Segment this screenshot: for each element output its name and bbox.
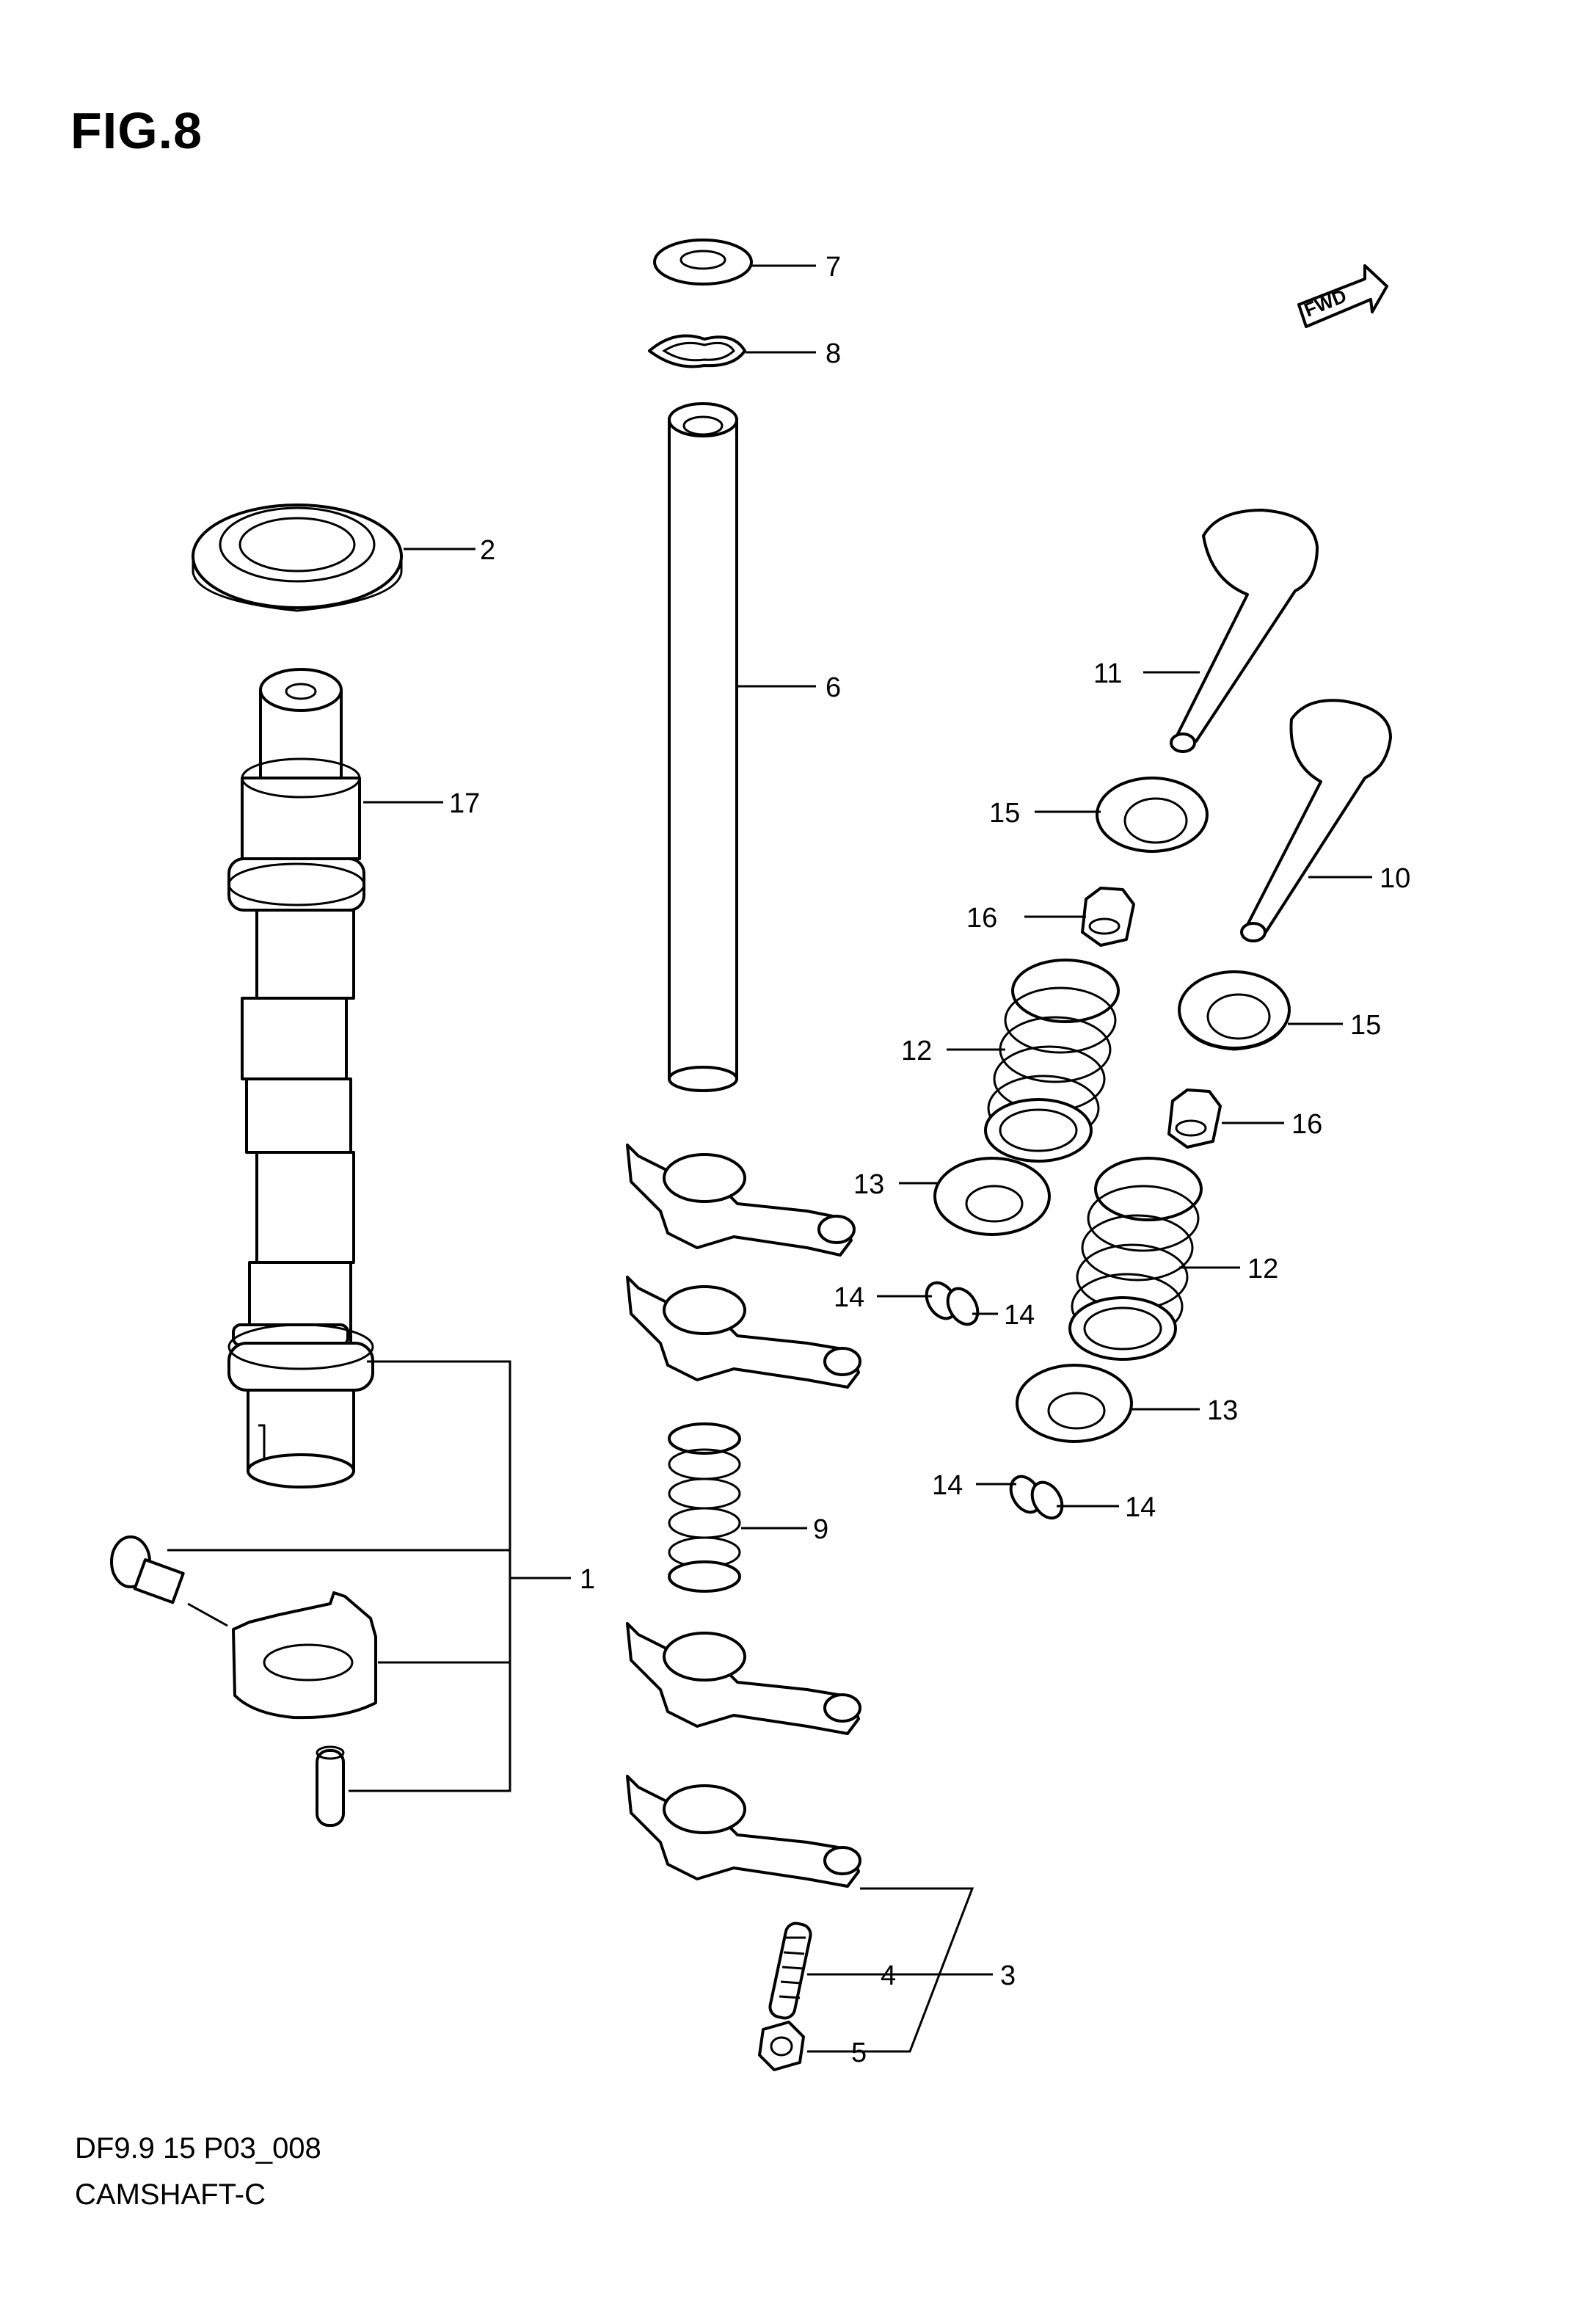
callout-13a: 13 (853, 1169, 884, 1200)
cotter-icon (925, 1281, 980, 1326)
bracket-icon (232, 1591, 377, 1720)
oil-seal-icon (192, 504, 403, 612)
callout-5: 5 (851, 2037, 867, 2068)
callout-17: 17 (449, 788, 480, 819)
rocker-arm-icon (626, 1276, 861, 1389)
valve-seal-icon (1178, 970, 1291, 1051)
valve-spring-icon (1068, 1157, 1203, 1361)
callout-14c: 14 (932, 1470, 963, 1501)
callout-14b: 14 (1004, 1300, 1035, 1331)
rocker-shaft-icon (668, 402, 738, 1092)
callout-12a: 12 (901, 1036, 932, 1066)
valve-icon (1170, 509, 1319, 753)
leader-lines (167, 264, 1372, 2053)
valve-icon (1240, 699, 1392, 942)
callout-1: 1 (580, 1564, 595, 1595)
valve-seal-icon (1096, 777, 1209, 853)
callout-7: 7 (826, 252, 841, 283)
callout-10: 10 (1380, 863, 1410, 894)
callout-2: 2 (480, 535, 495, 566)
callout-14d: 14 (1125, 1492, 1156, 1523)
callout-12b: 12 (1247, 1254, 1278, 1284)
valve-stem-cap-icon (1081, 887, 1135, 947)
callout-14a: 14 (834, 1282, 864, 1313)
rocker-arm-icon (626, 1144, 856, 1257)
callout-6: 6 (826, 672, 841, 703)
retainer-icon (933, 1157, 1051, 1236)
o-ring-icon (648, 334, 746, 368)
figure-title: FIG.8 (70, 102, 203, 159)
adjust-screw-icon (768, 1922, 812, 2020)
callout-16b: 16 (1291, 1109, 1322, 1140)
washer-icon (653, 239, 753, 286)
valve-stem-cap-icon (1167, 1088, 1222, 1149)
callout-15a: 15 (989, 798, 1020, 829)
callout-16a: 16 (966, 903, 997, 934)
callout-4: 4 (881, 1960, 896, 1991)
figure-code: DF9.9 15 P03_008 (75, 2132, 321, 2164)
figure-name: CAMSHAFT-C (75, 2178, 266, 2211)
callout-9: 9 (813, 1514, 828, 1545)
callout-13b: 13 (1207, 1395, 1238, 1426)
valve-spring-icon (984, 959, 1120, 1163)
pin-icon (316, 1745, 345, 1827)
fwd-arrow-icon: FWD (1297, 264, 1388, 328)
callout-3: 3 (1000, 1960, 1016, 1991)
callout-11: 11 (1093, 658, 1122, 689)
callout-15b: 15 (1350, 1010, 1381, 1041)
bolt-icon (110, 1535, 228, 1627)
rocker-arm-icon (626, 1775, 861, 1888)
camshaft-icon (227, 668, 374, 1488)
callout-8: 8 (826, 338, 841, 369)
cotter-icon (1009, 1475, 1064, 1520)
rocker-arm-icon (626, 1622, 861, 1735)
nut-icon (758, 2021, 805, 2071)
spring-icon (668, 1422, 741, 1593)
callout-labels: 7 8 2 6 17 11 15 10 16 15 12 16 13 12 14… (449, 252, 1410, 2068)
retainer-icon (1016, 1364, 1133, 1443)
